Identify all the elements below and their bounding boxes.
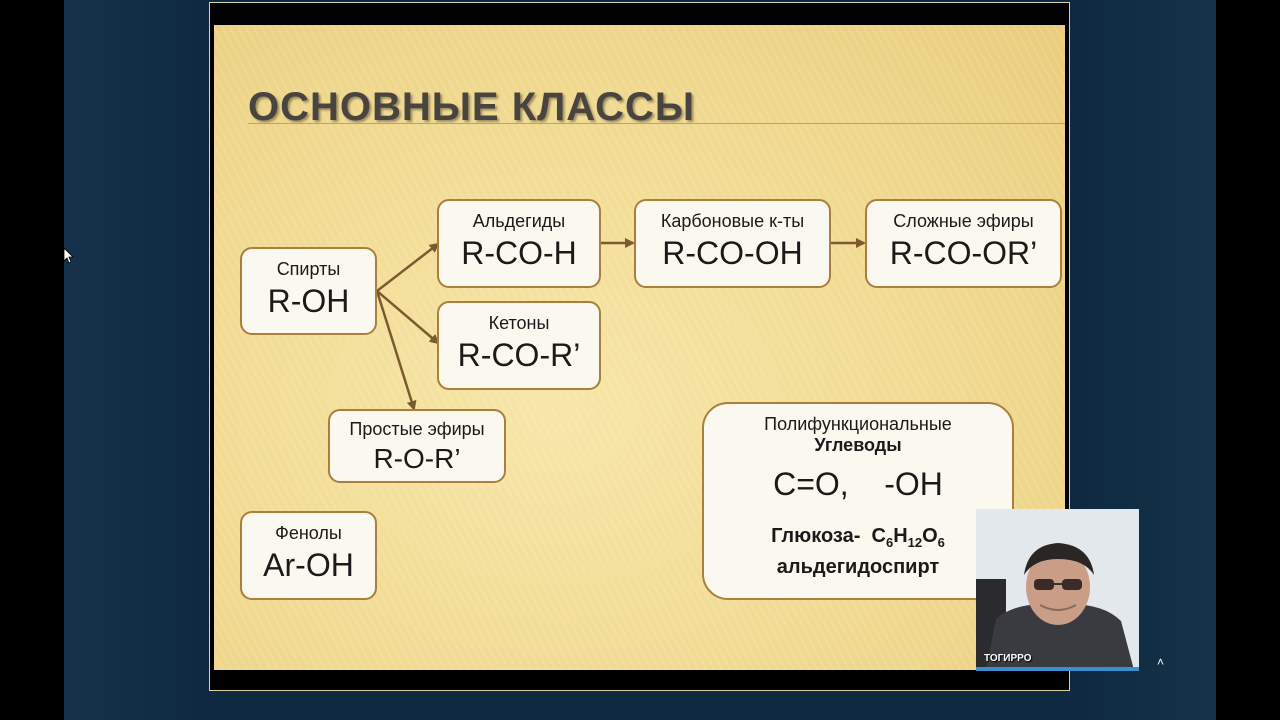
glucose-c-count: 6 — [885, 535, 894, 550]
box-esters-formula: R-CO-OR’ — [889, 235, 1038, 271]
glucose-h-count: 12 — [907, 535, 923, 550]
mouse-cursor-icon — [64, 248, 74, 264]
box-alcohols-label: Спирты — [276, 259, 341, 279]
box-polyfunctional: Полифункциональные Углеводы C=O, -OH Глю… — [702, 402, 1014, 600]
box-phenols: Фенолы Ar-OH — [240, 511, 377, 600]
box-ketones-formula: R-CO-R’ — [457, 337, 581, 373]
arrow-alcohols-to-aldehydes — [376, 242, 440, 292]
box-polyfunctional-subtitle: Углеводы — [814, 435, 902, 455]
box-carboxylic-label: Карбоновые к-ты — [660, 211, 805, 231]
left-letterbox — [0, 0, 64, 720]
glucose-h: H — [893, 525, 908, 547]
arrow-alcohols-to-ketones — [376, 290, 440, 345]
webcam-accent-bar — [976, 667, 1139, 671]
box-phenols-formula: Ar-OH — [263, 547, 354, 583]
presenter-image — [976, 509, 1139, 670]
box-ketones: Кетоны R-CO-R’ — [437, 301, 601, 390]
presentation-window: ОСНОВНЫЕ КЛАССЫ Спирты R-OH Альде — [209, 2, 1070, 691]
box-ketones-label: Кетоны — [488, 313, 550, 333]
box-ethers: Простые эфиры R-O-R’ — [328, 409, 506, 483]
box-carboxylic-acids: Карбоновые к-ты R-CO-OH — [634, 199, 831, 288]
glucose-o: O — [922, 525, 938, 547]
box-aldehydes-formula: R-CO-H — [461, 235, 577, 271]
box-ethers-formula: R-O-R’ — [373, 443, 461, 474]
title-divider — [248, 123, 1065, 124]
glucose-c: C — [871, 525, 886, 547]
glucose-name: Глюкоза- — [771, 525, 861, 547]
chevron-up-icon[interactable]: ˄ — [1157, 655, 1165, 669]
box-polyfunctional-note: альдегидоспирт — [776, 556, 940, 578]
box-polyfunctional-label: Полифункциональные — [764, 414, 952, 434]
box-alcohols-formula: R-OH — [267, 283, 350, 319]
box-esters: Сложные эфиры R-CO-OR’ — [865, 199, 1062, 288]
slide: ОСНОВНЫЕ КЛАССЫ Спирты R-OH Альде — [214, 25, 1065, 670]
arrow-alcohols-to-ethers — [375, 290, 417, 411]
glucose-formula: Глюкоза- C6H12O6 — [704, 524, 1012, 555]
webcam-label: ТОГИРРО — [984, 653, 1032, 664]
box-ethers-label: Простые эфиры — [349, 419, 485, 439]
box-polyfunctional-formula: C=O, -OH — [773, 466, 943, 502]
slide-title: ОСНОВНЫЕ КЛАССЫ — [248, 85, 696, 129]
box-esters-label: Сложные эфиры — [893, 211, 1034, 231]
right-letterbox — [1216, 0, 1280, 720]
box-alcohols: Спирты R-OH — [240, 247, 377, 335]
relationship-arrows — [375, 238, 866, 411]
box-aldehydes: Альдегиды R-CO-H — [437, 199, 601, 288]
glucose-o-count: 6 — [937, 535, 945, 550]
box-aldehydes-label: Альдегиды — [472, 211, 566, 231]
box-carboxylic-formula: R-CO-OH — [662, 235, 803, 271]
box-phenols-label: Фенолы — [275, 523, 342, 543]
webcam-video[interactable]: ТОГИРРО — [976, 509, 1139, 670]
